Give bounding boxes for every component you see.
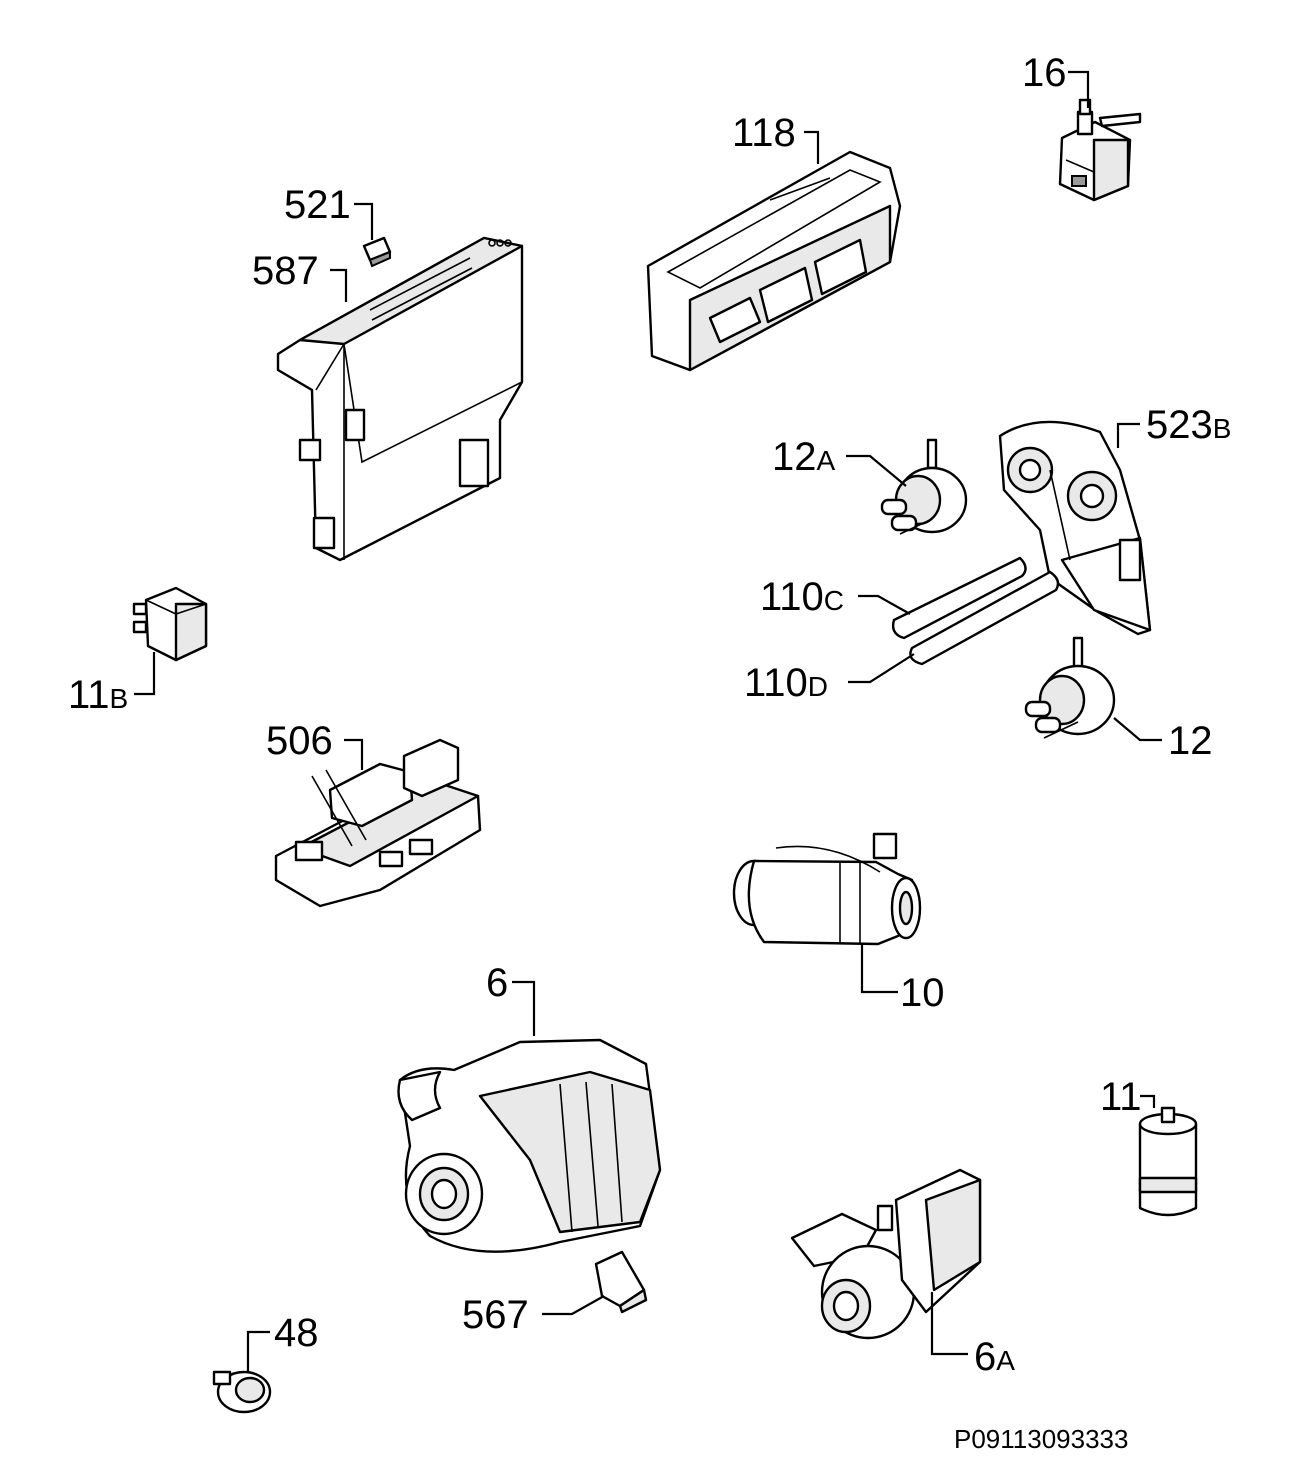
part-110c-hose bbox=[891, 556, 1027, 640]
callout-110d: 110D bbox=[744, 661, 828, 705]
part-10-heater bbox=[732, 832, 922, 946]
part-48-plug bbox=[212, 1370, 272, 1414]
drawing-reference: P09113093333 bbox=[954, 1424, 1128, 1454]
part-16-switch bbox=[1058, 98, 1142, 202]
callout-523b: 523B bbox=[1146, 403, 1231, 447]
part-11b-relay bbox=[132, 586, 208, 662]
callout-587: 587 bbox=[252, 249, 319, 293]
part-567-clip bbox=[594, 1250, 648, 1314]
callout-6a: 6A bbox=[974, 1335, 1015, 1379]
part-587-electronic-module bbox=[276, 236, 524, 562]
part-523b-pressure-chamber bbox=[998, 420, 1152, 636]
part-11-capacitor bbox=[1138, 1106, 1198, 1217]
part-506-dispenser bbox=[274, 738, 482, 908]
callout-10: 10 bbox=[900, 971, 945, 1015]
callout-521: 521 bbox=[284, 183, 351, 227]
part-6a-drain-pump bbox=[790, 1168, 982, 1340]
part-12-pressure-switch bbox=[1024, 636, 1116, 739]
callout-11: 11 bbox=[1100, 1075, 1142, 1119]
callout-118: 118 bbox=[732, 111, 796, 155]
callout-16: 16 bbox=[1022, 51, 1067, 95]
leader-lines bbox=[134, 70, 1162, 1372]
part-6-circulation-pump bbox=[397, 1038, 662, 1253]
callout-567: 567 bbox=[462, 1293, 529, 1337]
callout-48: 48 bbox=[274, 1311, 319, 1355]
part-12a-pressure-switch bbox=[880, 438, 968, 535]
callout-12: 12 bbox=[1168, 719, 1213, 763]
callout-6: 6 bbox=[486, 961, 508, 1005]
callout-110c: 110C bbox=[760, 575, 844, 619]
part-521-clip bbox=[362, 236, 392, 268]
callout-506: 506 bbox=[266, 719, 333, 763]
callout-12a: 12A bbox=[772, 435, 836, 479]
callout-11b: 11B bbox=[68, 673, 128, 717]
part-118-housing bbox=[646, 150, 902, 372]
